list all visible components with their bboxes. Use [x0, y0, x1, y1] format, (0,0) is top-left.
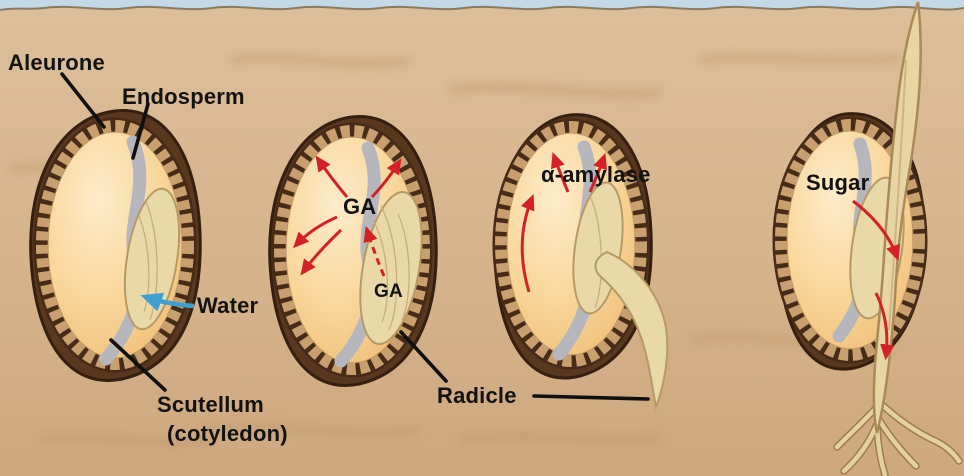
shoot-vein: [888, 59, 907, 331]
aleurone-layer: [36, 120, 194, 370]
label-ga-lower: GA: [374, 281, 403, 302]
ga-from-embryo-arrow: [363, 225, 386, 277]
label-endosperm: Endosperm: [122, 84, 245, 109]
label-ga-upper: GA: [343, 194, 377, 219]
aleurone-layer: [274, 125, 430, 375]
seed-stage-4: [772, 1, 959, 475]
label-aleurone: Aleurone: [8, 50, 105, 75]
soil-texture: [9, 52, 901, 447]
label-sugar: Sugar: [806, 170, 870, 195]
label-water: Water: [197, 293, 259, 318]
endosperm-pointer: [131, 102, 150, 160]
seed-stage-1: [29, 109, 202, 382]
radicle-pointer-right: [532, 394, 650, 401]
aleurone-layer: [775, 119, 925, 361]
pointer-lines: [60, 72, 650, 401]
scutellum-cotyledon: [123, 187, 181, 331]
ga-diffusion-arrows: [293, 155, 402, 277]
water-surface: [0, 0, 964, 10]
label-radicle: Radicle: [437, 383, 517, 408]
seed-stage-3: [492, 113, 669, 411]
seed-stage-2: [268, 115, 438, 387]
amylase-arrows: [520, 151, 608, 293]
label-alpha-amylase: α-amylase: [541, 162, 651, 187]
sugar-transport-arrows: [852, 199, 900, 361]
aleurone-pointer: [60, 72, 106, 129]
aleurone-layer: [495, 121, 647, 367]
radicle-emerging: [594, 250, 669, 411]
label-scutellum: Scutellum: [157, 392, 264, 417]
soil-surface-line: [0, 5, 964, 11]
label-cotyledon: (cotyledon): [167, 421, 288, 446]
scutellum-pointer: [109, 338, 167, 392]
water-arrow: [140, 292, 195, 312]
radicle-pointer-left: [399, 330, 448, 383]
